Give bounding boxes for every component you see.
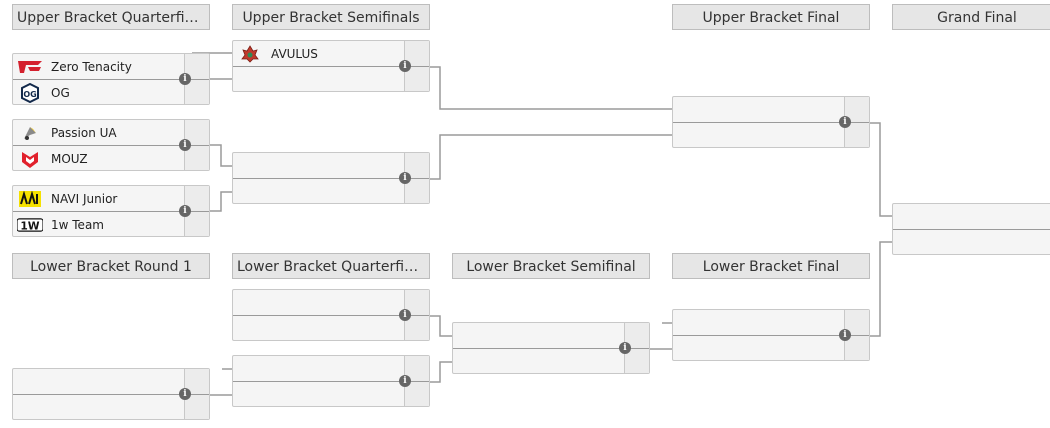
slot-divider — [233, 315, 405, 316]
header-upper-bracket-final: Upper Bracket Final — [672, 4, 870, 30]
match-slot-team2[interactable]: MOUZ — [13, 146, 185, 171]
match-ubqf-1[interactable]: Zero Tenacity OG OG i — [12, 53, 210, 105]
header-lower-bracket-quarterfinals: Lower Bracket Quarterfinals — [232, 253, 430, 279]
match-slot-team1[interactable]: AVULUS — [233, 41, 405, 66]
header-lower-bracket-round-1: Lower Bracket Round 1 — [12, 253, 210, 279]
match-slot-team2[interactable] — [233, 382, 405, 407]
zero-tenacity-logo-icon — [17, 57, 43, 77]
match-slot-team2[interactable] — [673, 336, 845, 361]
header-upper-bracket-quarterfinals: Upper Bracket Quarterfinals — [12, 4, 210, 30]
match-grand-final[interactable] — [892, 203, 1050, 255]
match-slot-team2[interactable] — [233, 67, 405, 92]
slot-divider — [13, 394, 185, 395]
slot-divider — [233, 381, 405, 382]
match-slot-team2[interactable] — [233, 179, 405, 204]
slot-divider — [673, 122, 845, 123]
team-name: Zero Tenacity — [51, 59, 132, 74]
match-slot-team1[interactable] — [233, 290, 405, 315]
slot-divider — [13, 145, 185, 146]
team-name: MOUZ — [51, 151, 88, 166]
header-lower-bracket-semifinal: Lower Bracket Semifinal — [452, 253, 650, 279]
team-name: Passion UA — [51, 125, 117, 140]
team-name: NAVI Junior — [51, 191, 118, 206]
match-slot-team1[interactable] — [233, 153, 405, 178]
slot-divider — [453, 348, 625, 349]
header-grand-final: Grand Final — [892, 4, 1050, 30]
match-slot-team2[interactable]: 1W 1w Team — [13, 212, 185, 237]
info-icon[interactable]: i — [839, 116, 851, 128]
svg-text:OG: OG — [23, 90, 36, 99]
info-icon[interactable]: i — [399, 375, 411, 387]
svg-text:1W: 1W — [20, 219, 39, 232]
match-lbf[interactable]: i — [672, 309, 870, 361]
info-icon[interactable]: i — [179, 205, 191, 217]
info-icon[interactable]: i — [399, 60, 411, 72]
match-ubf[interactable]: i — [672, 96, 870, 148]
slot-divider — [673, 335, 845, 336]
slot-divider — [233, 66, 405, 67]
match-lbqf-1[interactable]: i — [232, 289, 430, 341]
match-lbsf[interactable]: i — [452, 322, 650, 374]
slot-divider — [233, 178, 405, 179]
match-slot-team1[interactable] — [233, 356, 405, 381]
score-column — [624, 323, 649, 373]
match-lbr1[interactable]: i — [12, 368, 210, 420]
navi-junior-logo-icon — [17, 189, 43, 209]
slot-divider — [13, 79, 185, 80]
passion-ua-logo-icon — [17, 123, 43, 143]
header-upper-bracket-semifinals: Upper Bracket Semifinals — [232, 4, 430, 30]
team-name: AVULUS — [271, 46, 318, 61]
match-ubsf-2[interactable]: i — [232, 152, 430, 204]
match-slot-team2[interactable] — [233, 316, 405, 341]
match-slot-team2[interactable]: OG OG — [13, 80, 185, 105]
match-slot-team1[interactable] — [893, 204, 1050, 229]
info-icon[interactable]: i — [399, 172, 411, 184]
match-slot-team1[interactable] — [453, 323, 625, 348]
info-icon[interactable]: i — [619, 342, 631, 354]
match-ubqf-3[interactable]: NAVI Junior 1W 1w Team i — [12, 185, 210, 237]
header-lower-bracket-final: Lower Bracket Final — [672, 253, 870, 279]
slot-divider — [13, 211, 185, 212]
match-slot-team1[interactable] — [673, 310, 845, 335]
match-slot-team2[interactable] — [13, 395, 185, 420]
info-icon[interactable]: i — [399, 309, 411, 321]
1w-team-logo-icon: 1W — [17, 215, 43, 235]
match-slot-team1[interactable]: Zero Tenacity — [13, 54, 185, 79]
mouz-logo-icon — [17, 149, 43, 169]
avulus-logo-icon — [237, 44, 263, 64]
match-slot-team2[interactable] — [673, 123, 845, 148]
info-icon[interactable]: i — [179, 139, 191, 151]
info-icon[interactable]: i — [839, 329, 851, 341]
team-name: 1w Team — [51, 217, 104, 232]
team-name: OG — [51, 85, 70, 100]
og-logo-icon: OG — [17, 82, 43, 103]
match-slot-team1[interactable] — [13, 369, 185, 394]
info-icon[interactable]: i — [179, 73, 191, 85]
match-lbqf-2[interactable]: i — [232, 355, 430, 407]
match-slot-team2[interactable] — [893, 230, 1050, 255]
match-slot-team1[interactable]: Passion UA — [13, 120, 185, 145]
slot-divider — [893, 229, 1050, 230]
match-slot-team2[interactable] — [453, 349, 625, 374]
info-icon[interactable]: i — [179, 388, 191, 400]
match-ubqf-2[interactable]: Passion UA MOUZ i — [12, 119, 210, 171]
match-slot-team1[interactable] — [673, 97, 845, 122]
match-ubsf-1[interactable]: AVULUS i — [232, 40, 430, 92]
match-slot-team1[interactable]: NAVI Junior — [13, 186, 185, 211]
